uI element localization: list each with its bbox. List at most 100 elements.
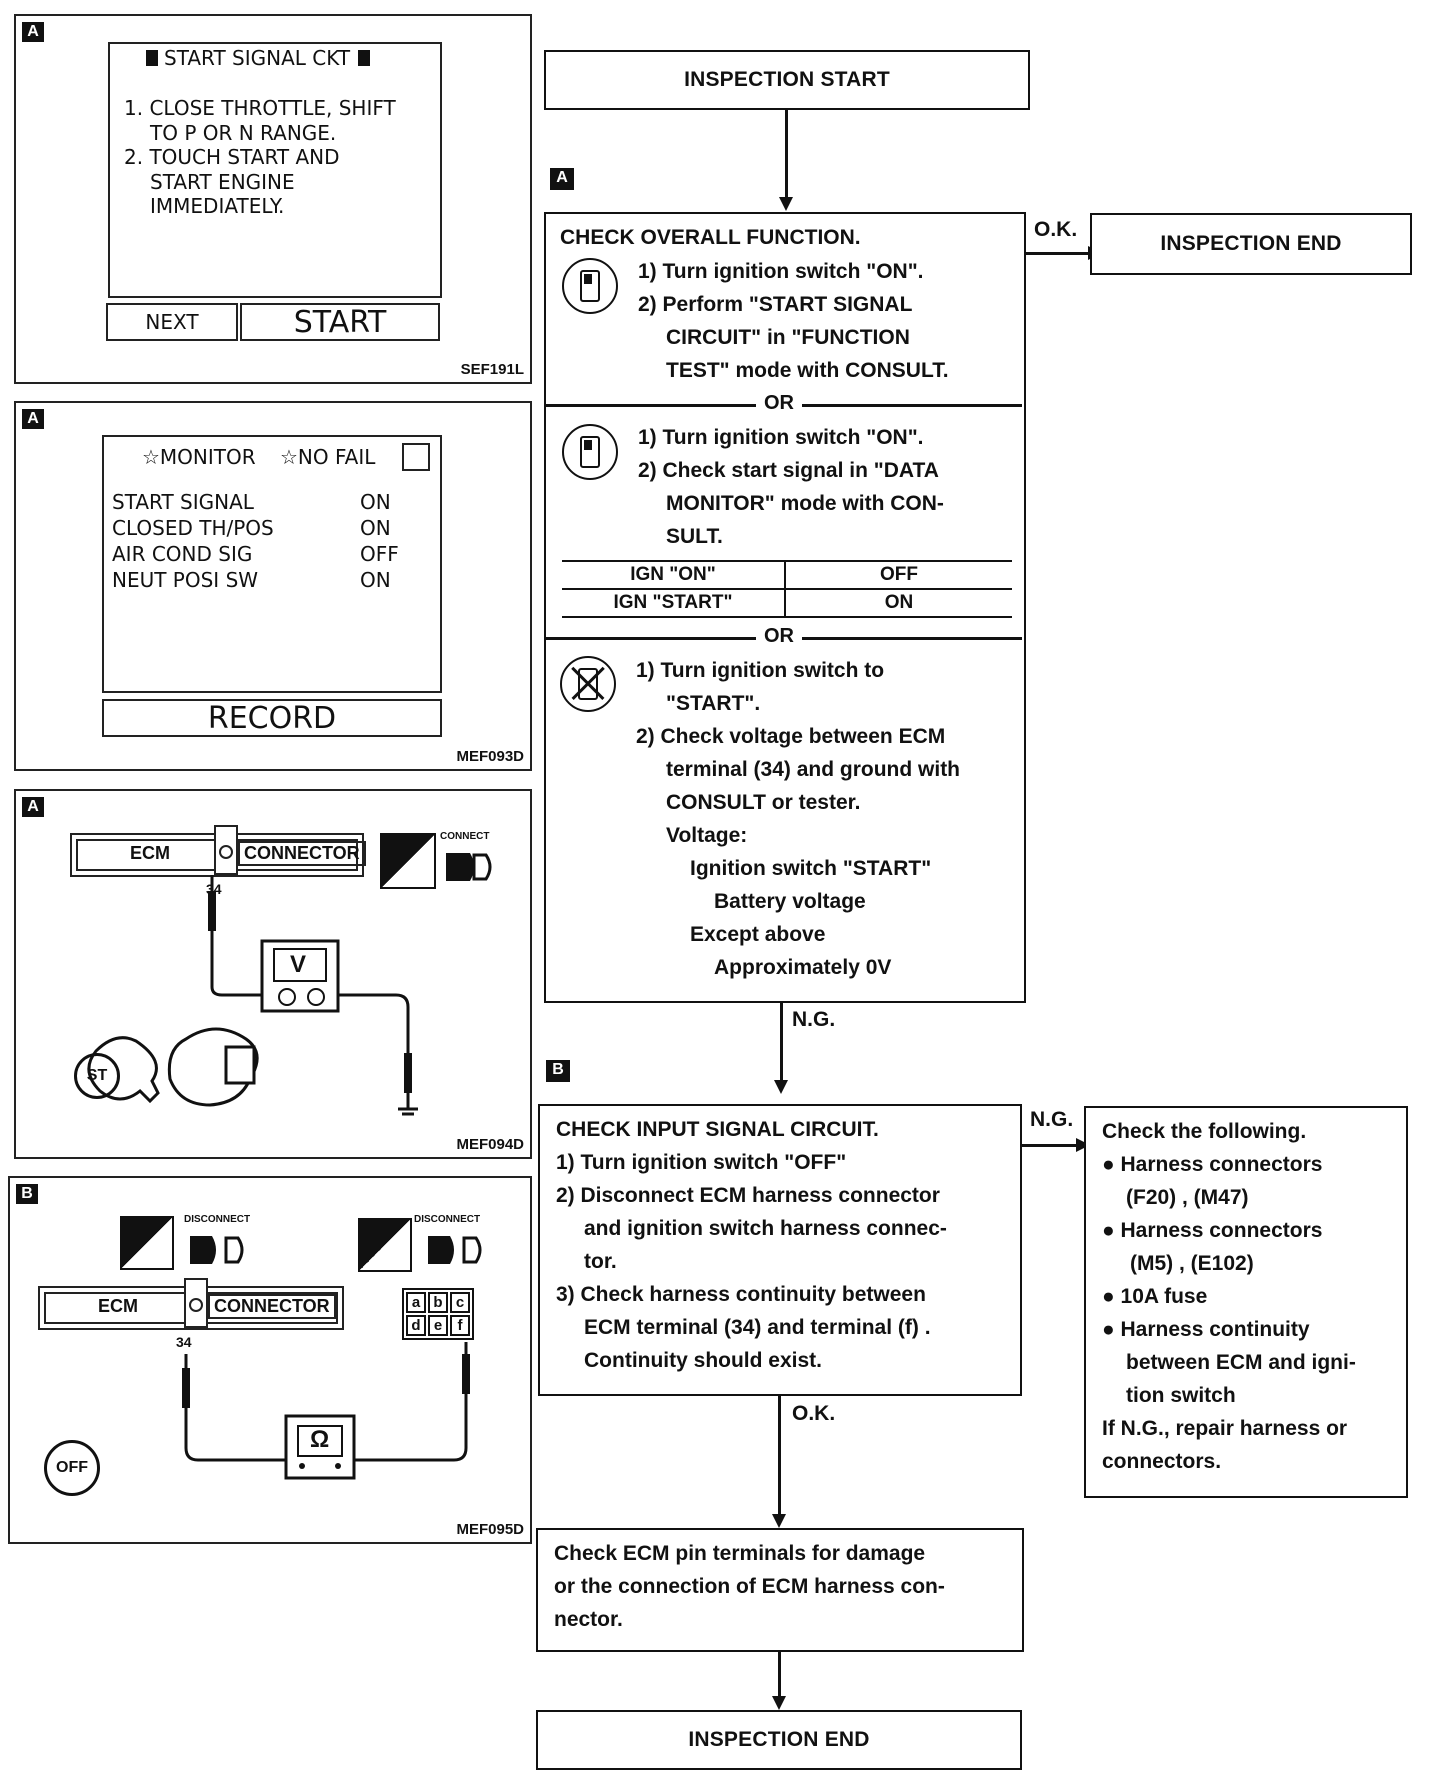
monitor-value: ON (360, 568, 391, 592)
check-ecm-pin-box (536, 1528, 1024, 1652)
following-item: ● Harness connectors (1102, 1153, 1323, 1176)
ignition-signal-table: IGN "ON" OFF IGN "START" ON (562, 560, 1012, 618)
monitor-item: NEUT POSI SW (112, 568, 259, 592)
instruction-line: 1. CLOSE THROTTLE, SHIFT (124, 96, 396, 120)
hs-icon: H.S. (120, 1216, 174, 1270)
step-text: 2) Perform "START SIGNAL (638, 293, 913, 316)
step-text: 1) Turn ignition switch to (636, 659, 885, 682)
step-text: and ignition switch harness connec- (584, 1217, 947, 1240)
pin-circle-icon (189, 1298, 203, 1312)
monitor-row: NEUT POSI SW ON (112, 567, 399, 593)
next-button[interactable]: NEXT (106, 303, 238, 341)
ng-label: N.G. (792, 1008, 836, 1031)
step-text: 2) Disconnect ECM harness connector (556, 1184, 940, 1207)
step-text: 1) Turn ignition switch "ON". (638, 260, 924, 283)
figure-code: MEF094D (456, 1136, 524, 1153)
start-button[interactable]: START (240, 303, 440, 341)
inspection-end-box-2: INSPECTION END (536, 1710, 1022, 1770)
inspection-end-text: INSPECTION END (1160, 232, 1342, 255)
terminal-f: f (450, 1315, 470, 1336)
arrow-down-icon (774, 1080, 788, 1094)
connector-left-label: ECM (130, 843, 170, 863)
arrow-down-icon (772, 1696, 786, 1710)
step-tag-a: A (550, 168, 574, 190)
ok-label: O.K. (792, 1402, 836, 1425)
record-button[interactable]: RECORD (102, 699, 442, 737)
check2-title: CHECK INPUT SIGNAL CIRCUIT. (556, 1118, 879, 1141)
ohmmeter-circuit (182, 1342, 470, 1480)
check3-text: or the connection of ECM harness con- (554, 1575, 945, 1598)
panel-tag: A (22, 22, 44, 42)
terminal-d: d (406, 1315, 426, 1336)
table-cell: OFF (785, 560, 1012, 590)
following-item: ● 10A fuse (1102, 1285, 1208, 1308)
terminal-e: e (428, 1315, 448, 1336)
panel-tag: A (22, 797, 44, 817)
step-text: Continuity should exist. (584, 1349, 823, 1372)
hs-label: H.S. (146, 1254, 168, 1266)
step-text: 2) Check start signal in "DATA (638, 459, 939, 482)
disconnect-label: DISCONNECT (414, 1214, 481, 1225)
pin-number: 34 (176, 1334, 192, 1350)
instructions: 1. CLOSE THROTTLE, SHIFT TO P OR N RANGE… (124, 96, 396, 219)
table-cell: IGN "ON" (562, 560, 786, 590)
inspection-start-text: INSPECTION START (684, 68, 890, 91)
step-text: 1) Turn ignition switch "ON". (638, 426, 924, 449)
voltage-condition: Except above (690, 923, 826, 946)
meter-ohm-label: Ω (310, 1426, 330, 1453)
consult-screen (108, 42, 442, 298)
key-position-label: ST (86, 1067, 108, 1084)
panel-tag: B (16, 1184, 38, 1204)
or-label: OR (756, 625, 802, 648)
step-text: TEST" mode with CONSULT. (666, 359, 949, 382)
following-item-detail: between ECM and igni- (1126, 1351, 1356, 1374)
step-text: 3) Check harness continuity between (556, 1283, 926, 1306)
connector-left-label: ECM (98, 1296, 138, 1316)
check-following-box (1084, 1106, 1408, 1498)
inspection-start-box: INSPECTION START (544, 50, 1030, 110)
ignition-connector-terminals: a b c d e f (402, 1288, 474, 1340)
step-text: tor. (584, 1250, 617, 1273)
ts-icon: T.S. (358, 1218, 412, 1272)
following-item: ● Harness continuity (1102, 1318, 1310, 1341)
monitor-item: AIR COND SIG (112, 542, 253, 566)
consult-icon (562, 258, 618, 314)
consult-screen (102, 435, 442, 693)
ecm-connector: ECM CONNECTOR (70, 825, 366, 877)
following-item-detail: tion switch (1126, 1384, 1236, 1407)
panel-tag: A (22, 409, 44, 429)
screen-header: START SIGNAL CKT (146, 46, 371, 70)
voltmeter-circuit (87, 875, 418, 1116)
panel-continuity-check: B H.S. DISCONNECT T.S. DISCONNECT ECM CO… (8, 1176, 532, 1544)
figure-code: SEF191L (460, 361, 524, 378)
step-text: MONITOR" mode with CON- (666, 492, 944, 515)
terminal-b: b (428, 1292, 448, 1313)
block-icon (146, 50, 158, 66)
nofail-label: ☆NO FAIL (280, 445, 376, 469)
table-cell: ON (785, 588, 1012, 618)
block-icon (358, 50, 371, 66)
monitor-label: ☆MONITOR (142, 445, 256, 469)
ng-label: N.G. (1030, 1108, 1074, 1131)
disconnect-label: DISCONNECT (184, 1214, 251, 1225)
step-text: 2) Check voltage between ECM (636, 725, 946, 748)
voltage-value: Approximately 0V (714, 956, 892, 979)
connector-line (780, 1001, 783, 1081)
pin-circle-icon (219, 845, 233, 859)
connector-line (778, 1650, 781, 1698)
no-consult-icon (560, 656, 616, 712)
monitor-item: CLOSED TH/POS (112, 516, 274, 540)
arrow-down-icon (779, 197, 793, 211)
check3-text: nector. (554, 1608, 623, 1631)
hs-label: H.S. (408, 873, 430, 885)
table-row: IGN "ON" OFF (562, 560, 1012, 590)
step-text: CIRCUIT" in "FUNCTION (666, 326, 910, 349)
nofail-checkbox (402, 443, 430, 471)
step-text: terminal (34) and ground with (666, 758, 961, 781)
or-label: OR (756, 392, 802, 415)
step-text: 1) Turn ignition switch "OFF" (556, 1151, 847, 1174)
step-text: "START". (666, 692, 761, 715)
following-title: Check the following. (1102, 1120, 1307, 1143)
